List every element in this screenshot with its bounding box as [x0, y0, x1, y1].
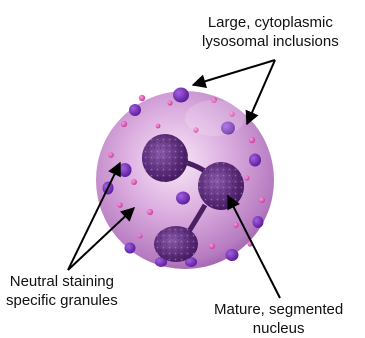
- label-specific-granules: Neutral staining specific granules: [6, 272, 118, 310]
- arrow-to-inclusion-top: [193, 60, 275, 85]
- cell-highlight: [185, 100, 245, 136]
- label-lysosomal-inclusions: Large, cytoplasmic lysosomal inclusions: [202, 13, 339, 51]
- label-nucleus: Mature, segmented nucleus: [214, 300, 343, 338]
- arrow-to-inclusion-right: [247, 60, 275, 124]
